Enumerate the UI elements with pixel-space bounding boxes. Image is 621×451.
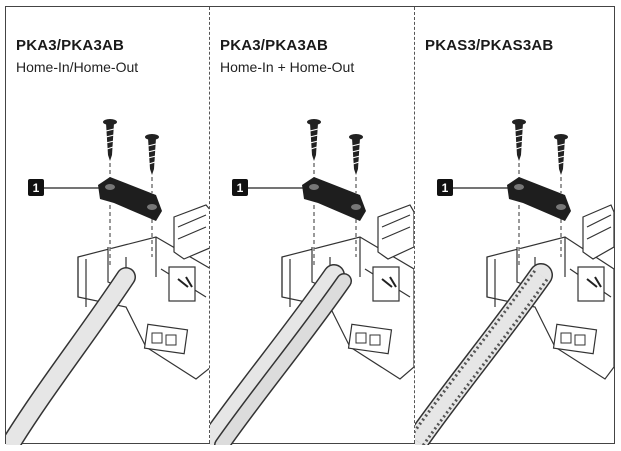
- panel-single-cable: PKA3/PKA3AB Home-In/Home-Out: [6, 7, 209, 445]
- panel-subtitle: Home-In/Home-Out: [16, 59, 139, 75]
- diagram-frame: PKA3/PKA3AB Home-In/Home-Out: [5, 6, 615, 445]
- panel-subtitle: Home-In + Home-Out: [220, 59, 355, 75]
- guide-lines: [313, 163, 357, 267]
- callout-badge: [232, 179, 248, 196]
- cable-icon: [415, 263, 553, 445]
- callout: 1: [28, 179, 100, 196]
- cable-icon: [6, 267, 136, 445]
- callout-badge: [28, 179, 44, 196]
- mounting-illustration: 1: [415, 119, 614, 445]
- callout-badge: [437, 179, 453, 196]
- callout-number: 1: [442, 181, 449, 195]
- bracket-icon: [302, 177, 366, 221]
- mounting-illustration: 1: [210, 119, 414, 445]
- panel-divider-1: [209, 7, 210, 443]
- terminal-block-icon: [347, 266, 400, 355]
- screw-icon: [307, 119, 363, 175]
- cable-icon: [210, 264, 352, 445]
- screw-icon: [512, 119, 568, 175]
- panel-title: PKA3/PKA3AB: [220, 37, 329, 54]
- panel-double-cable: PKA3/PKA3AB Home-In + Home-Out: [210, 7, 414, 445]
- guide-lines: [109, 163, 153, 267]
- panel-shielded-cable: PKAS3/PKAS3AB: [415, 7, 614, 445]
- screw-icon: [103, 119, 159, 175]
- terminal-block-icon: [143, 266, 196, 355]
- bracket-icon: [507, 177, 571, 221]
- callout-number: 1: [237, 181, 244, 195]
- guide-lines: [518, 163, 562, 267]
- bracket-icon: [98, 177, 162, 221]
- panel-title: PKAS3/PKAS3AB: [425, 37, 554, 54]
- callout: 1: [232, 179, 304, 196]
- panel-title: PKA3/PKA3AB: [16, 37, 125, 54]
- callout: 1: [437, 179, 509, 196]
- mounting-illustration: 1: [6, 119, 209, 445]
- callout-number: 1: [33, 181, 40, 195]
- terminal-block-icon: [552, 266, 605, 355]
- panel-divider-2: [414, 7, 415, 443]
